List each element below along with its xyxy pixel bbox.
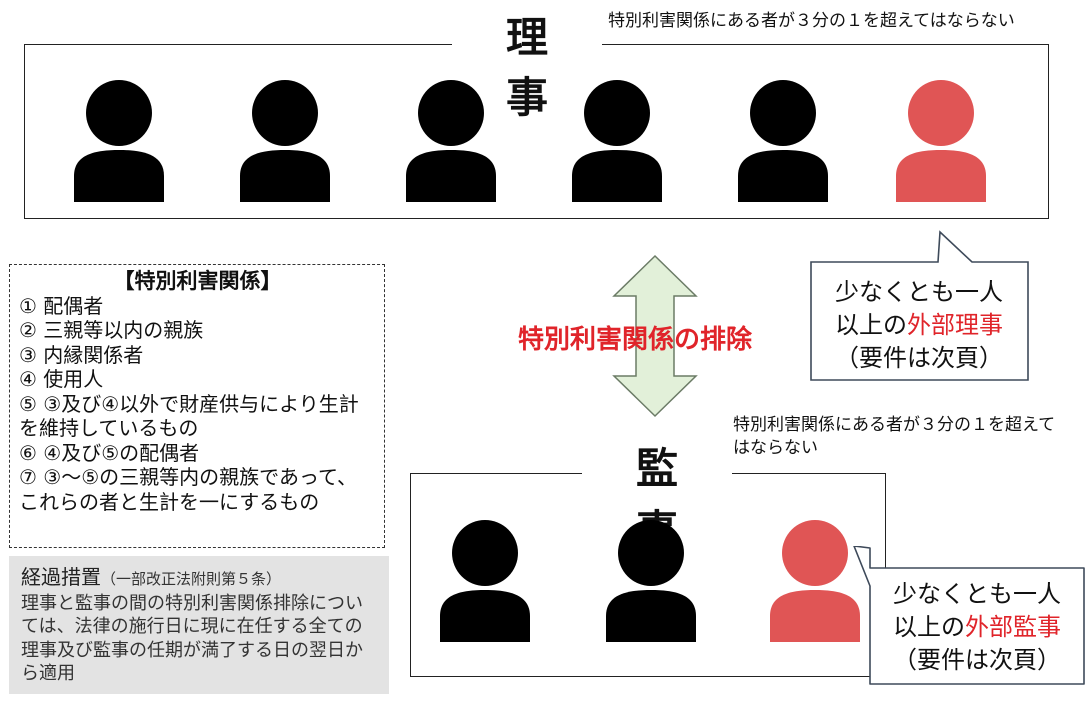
transitional-subtitle: （一部改正法附則第５条） xyxy=(101,570,282,588)
external-auditor-person-icon xyxy=(770,520,860,642)
director-person-icon xyxy=(74,80,164,202)
external-auditor-callout-text: 少なくとも一人 以上の外部監事 （要件は次頁） xyxy=(893,580,1061,674)
external-director-callout xyxy=(810,230,1029,381)
director-person-icon xyxy=(240,80,330,202)
definition-item: ③ 内縁関係者 xyxy=(19,342,144,367)
definition-item: ⑥ ④及び⑤の配偶者 xyxy=(19,440,200,465)
board-title: 理 事 xyxy=(452,8,602,122)
auditor-title: 監 事 xyxy=(582,438,732,555)
director-person-icon xyxy=(572,80,662,202)
transitional-title: 経過措置 xyxy=(21,565,101,589)
definition-item: ④ 使用人 xyxy=(19,367,104,391)
external-director-person-icon xyxy=(896,80,986,202)
auditor-person-icon xyxy=(440,520,530,642)
special-interest-definition-box: 【特別利害関係】 ① 配偶者 ② 三親等以内の親族 ③ 内縁関係者 ④ 使用人 … xyxy=(9,264,385,548)
definition-title: 【特別利害関係】 xyxy=(113,269,282,293)
definition-item: ⑦ ③～⑤の三親等内の親族であって、これらの者と生計を一にするもの xyxy=(19,465,357,514)
exclusion-label: 特別利害関係の排除 xyxy=(518,325,753,355)
definition-item: ② 三親等以内の親族 xyxy=(19,318,204,342)
auditor-person-icon xyxy=(606,520,696,642)
transitional-body: 理事と監事の間の特別利害関係排除については、法律の施行日に現に在任する全ての理事… xyxy=(21,592,363,685)
director-person-icon xyxy=(738,80,828,202)
external-director-callout-text: 少なくとも一人 以上の外部理事 （要件は次頁） xyxy=(835,278,1003,372)
external-auditor-callout xyxy=(853,546,1085,685)
transitional-measure-box: 経過措置（一部改正法附則第５条） 理事と監事の間の特別利害関係排除については、法… xyxy=(9,556,389,694)
double-arrow-icon xyxy=(612,254,698,418)
definition-item: ① 配偶者 xyxy=(19,293,104,318)
auditor-note: 特別利害関係にある者が３分の１を超えてはならない xyxy=(733,415,1056,458)
board-note: 特別利害関係にある者が３分の１を超えてはならない xyxy=(608,11,1015,31)
director-person-icon xyxy=(406,80,496,202)
definition-item: ⑤ ③及び④以外で財産供与により生計を維持しているもの xyxy=(19,391,359,441)
